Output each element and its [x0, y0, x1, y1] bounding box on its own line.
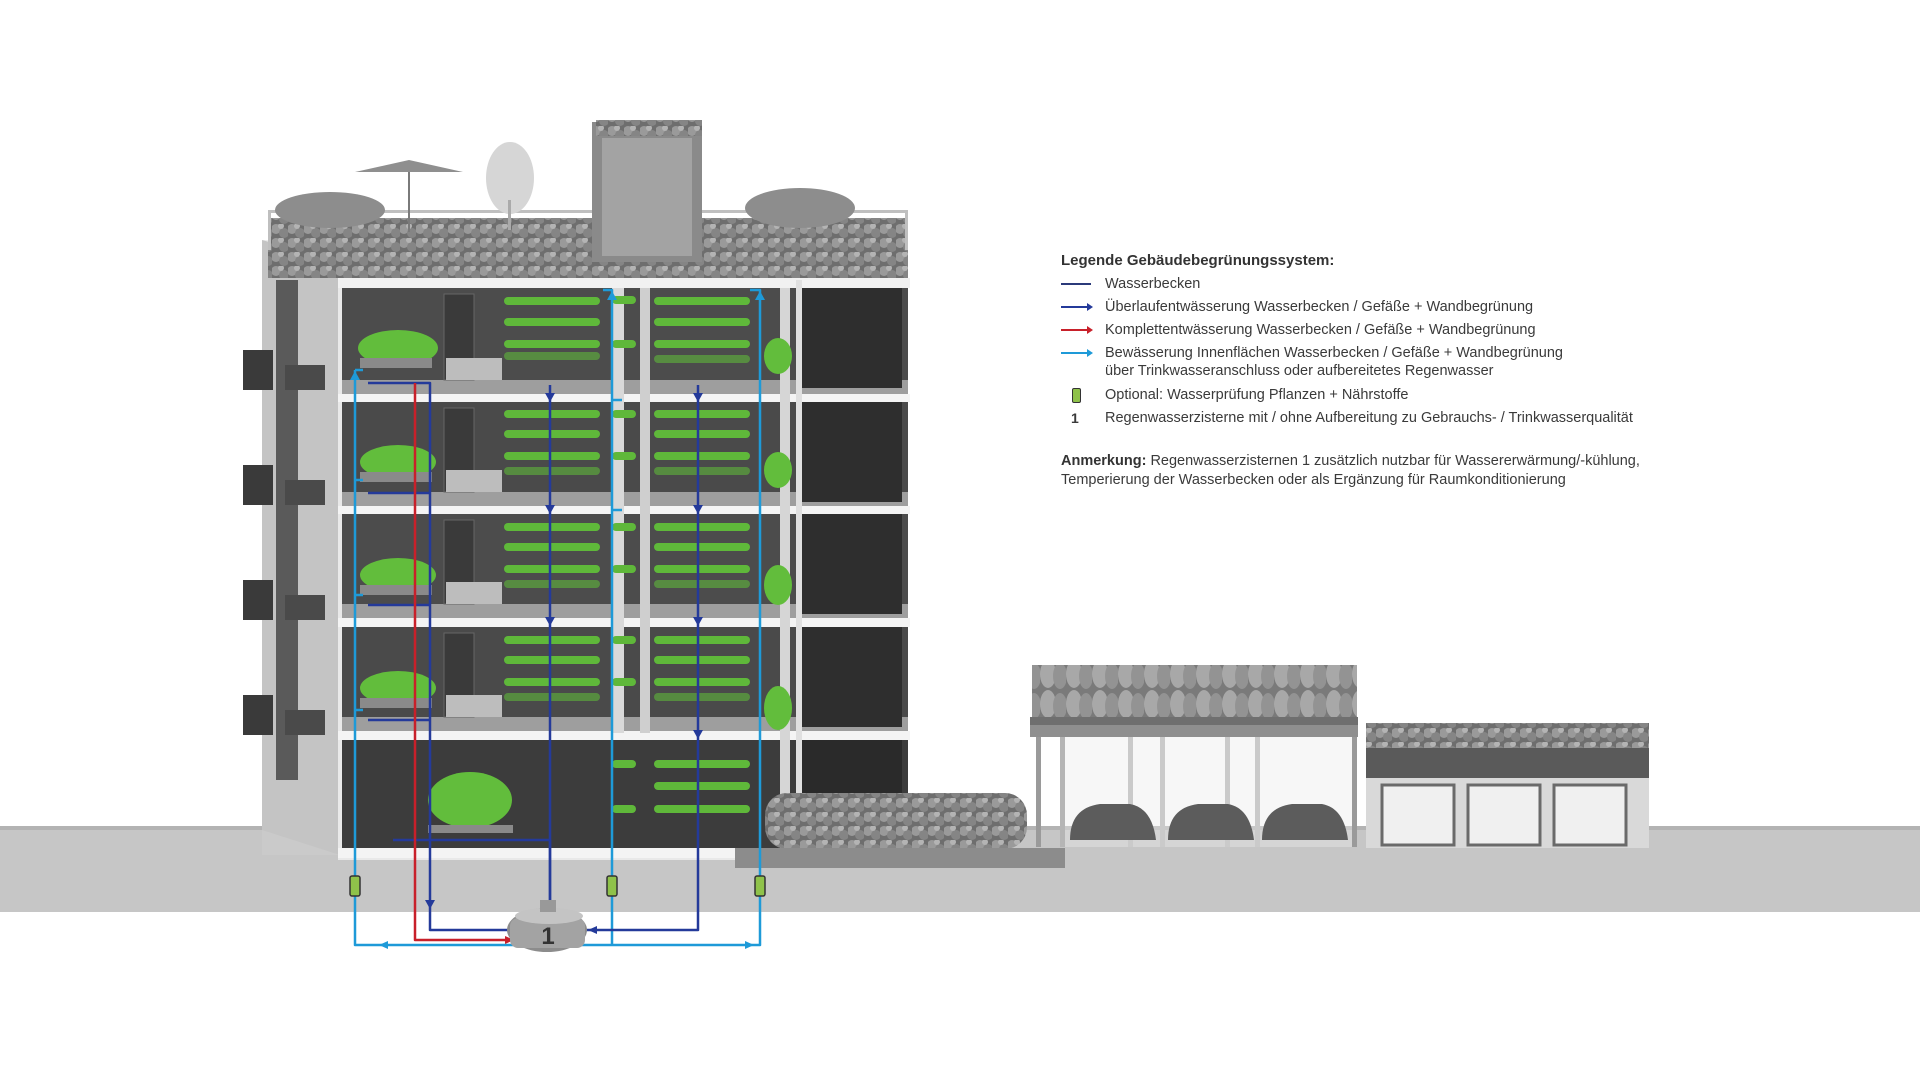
drain-arrow-icon — [1061, 321, 1105, 339]
note-label: Anmerkung: — [1061, 453, 1147, 469]
cars — [1070, 804, 1348, 840]
irrigation-pipes — [353, 288, 762, 947]
storage-building — [1366, 723, 1649, 848]
filter-icon — [349, 875, 361, 897]
plant-boxes — [358, 330, 792, 833]
cistern-number: 1 — [541, 923, 554, 950]
note-line-1: Regenwasserzisternen 1 zusätzlich nutzba… — [1150, 453, 1640, 469]
facade-planters — [243, 280, 325, 780]
legend-item-irrigation: Bewässerung Innenflächen Wasserbecken / … — [1061, 344, 1641, 386]
legend-item-cistern: 1 Regenwasserzisterne mit / ohne Aufbere… — [1061, 409, 1641, 432]
legend: Legende Gebäudebegrünungssystem: Wasserb… — [1061, 252, 1641, 490]
filter-icon — [1061, 386, 1105, 404]
legend-item-water-basin: Wasserbecken — [1061, 275, 1641, 298]
filter-icon — [606, 875, 618, 897]
hedge — [765, 793, 1027, 849]
filter-icons — [349, 875, 766, 897]
water-basin-line-icon — [1061, 275, 1105, 293]
overflow-pipes — [368, 381, 700, 932]
cistern-number-symbol: 1 — [1071, 410, 1079, 426]
filter-icon — [754, 875, 766, 897]
note: Anmerkung: Regenwasserzisternen 1 zusätz… — [1061, 452, 1641, 490]
legend-item-overflow: Überlaufentwässerung Wasserbecken / Gefä… — [1061, 298, 1641, 321]
building — [243, 120, 910, 860]
overflow-arrow-icon — [1061, 298, 1105, 316]
carport — [1030, 665, 1358, 847]
drain-pipe — [413, 383, 512, 942]
floors — [338, 278, 910, 858]
legend-item-water-test: Optional: Wasserprüfung Pflanzen + Nährs… — [1061, 386, 1641, 409]
roof-garden — [268, 120, 908, 278]
note-line-2: Temperierung der Wasserbecken oder als E… — [1061, 472, 1566, 488]
flow-arrows — [350, 291, 765, 949]
pipe-system — [353, 288, 762, 947]
legend-item-complete-drainage: Komplettentwässerung Wasserbecken / Gefä… — [1061, 321, 1641, 344]
legend-title: Legende Gebäudebegrünungssystem: — [1061, 252, 1335, 269]
green-walls — [504, 296, 750, 813]
irrigation-arrow-icon — [1061, 344, 1105, 362]
cistern: 1 — [507, 900, 587, 952]
